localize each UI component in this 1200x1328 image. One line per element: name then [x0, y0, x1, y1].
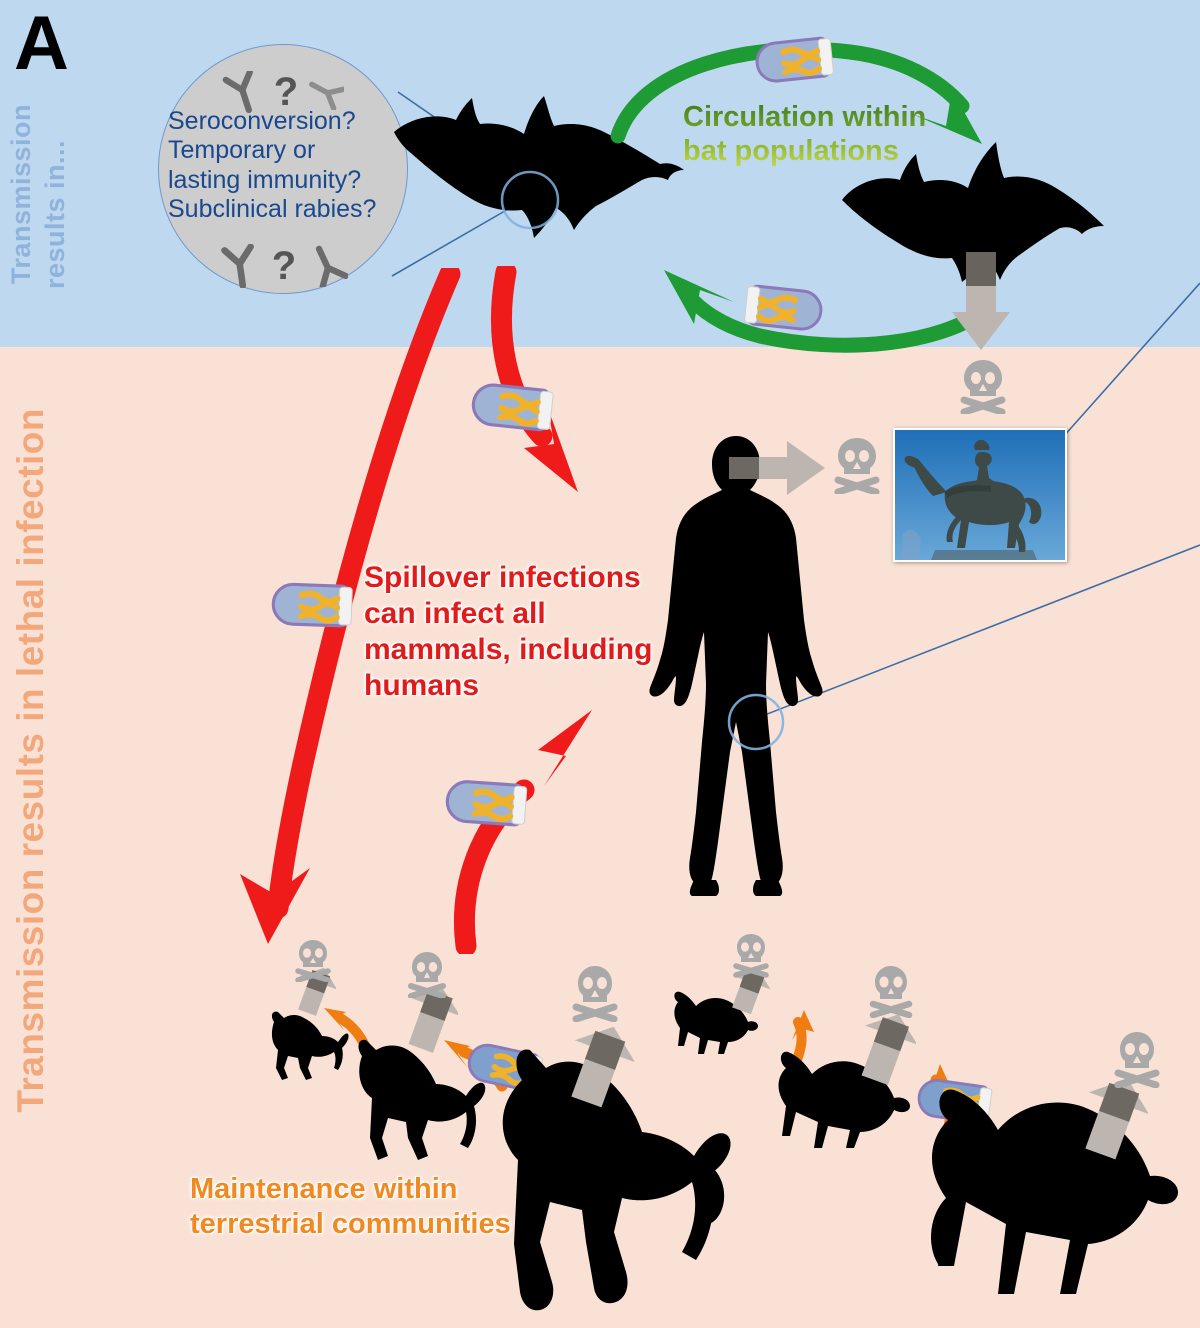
- virion-icon: [269, 581, 357, 630]
- panel-letter: A: [14, 1, 69, 86]
- virion-icon: [468, 380, 558, 435]
- skull-and-crossbones-icon: [295, 940, 331, 982]
- virion-icon: [443, 777, 532, 829]
- question-mark-icon: ?: [273, 70, 299, 114]
- dog-medium-silhouette: [348, 1032, 488, 1162]
- band-label-top-line1: Transmission: [6, 104, 36, 285]
- seroconversion-question-text: Seroconversion? Temporary or lasting imm…: [156, 107, 410, 224]
- antibody-row-bottom: ?: [158, 240, 408, 292]
- spillover-line-3: mammals, including: [364, 633, 653, 666]
- spillover-line-2: can infect all: [364, 597, 546, 630]
- skull-and-crossbones-icon: [1114, 1032, 1160, 1088]
- seroconversion-question-bubble: [158, 44, 408, 294]
- maintenance-label: Maintenance within terrestrial communiti…: [190, 1172, 550, 1242]
- bubble-line-1: Seroconversion?: [168, 107, 356, 135]
- gray-death-arrow-icon: [861, 1014, 916, 1085]
- gray-death-arrow-icon: [729, 441, 825, 495]
- question-mark-icon: ?: [271, 244, 297, 288]
- spillover-line-1: Spillover infections: [364, 561, 641, 594]
- bat-right-silhouette: [838, 140, 1108, 315]
- circulation-line-1: Circulation within: [683, 101, 927, 133]
- equestrian-statue-photo: [893, 428, 1067, 562]
- skull-and-crossbones-icon: [869, 966, 913, 1018]
- spillover-label: Spillover infections can infect all mamm…: [364, 560, 654, 704]
- bubble-line-4: Subclinical rabies?: [168, 194, 377, 223]
- human-silhouette: [646, 432, 826, 902]
- maintenance-line-1: Maintenance within: [190, 1173, 458, 1205]
- gray-death-arrow-icon: [732, 967, 770, 1015]
- band-label-top-line2: results in...: [40, 140, 70, 290]
- skull-and-crossbones-icon: [834, 438, 880, 494]
- gray-death-arrow-icon: [1085, 1078, 1148, 1160]
- skull-and-crossbones-icon: [572, 966, 618, 1022]
- bubble-line-3: lasting immunity?: [168, 165, 362, 194]
- virion-icon: [740, 282, 826, 334]
- skull-and-crossbones-icon: [408, 952, 446, 998]
- green-circulation-arrow-bottom: [664, 270, 996, 353]
- antibody-row-top: ?: [158, 66, 408, 118]
- virion-icon: [752, 34, 838, 86]
- human-callout-circle: [727, 693, 785, 751]
- band-label-bottom: Transmission results in lethal infection: [10, 408, 51, 1113]
- antibody-icon: [222, 71, 264, 113]
- bubble-line-2: Temporary or: [168, 136, 316, 165]
- skull-and-crossbones-icon: [960, 360, 1006, 414]
- dog-large-silhouette: [498, 1032, 748, 1328]
- gray-death-arrow-icon: [571, 1026, 634, 1108]
- bat-callout-circle: [500, 170, 560, 230]
- circulation-line-2: bat populations: [683, 135, 899, 168]
- maintenance-line-2: terrestrial communities: [190, 1207, 511, 1240]
- circulation-label: Circulation within bat populations: [683, 100, 943, 168]
- antibody-icon: [308, 74, 345, 110]
- dog-small-silhouette: [262, 1006, 350, 1082]
- gray-death-arrow-icon: [952, 252, 1010, 350]
- spillover-line-4: humans: [364, 669, 480, 702]
- bat-left-silhouette: [392, 92, 692, 282]
- antibody-icon: [218, 244, 262, 288]
- antibody-icon: [306, 245, 349, 287]
- skull-and-crossbones-icon: [733, 934, 769, 978]
- red-spillover-arrow-left: [240, 268, 461, 944]
